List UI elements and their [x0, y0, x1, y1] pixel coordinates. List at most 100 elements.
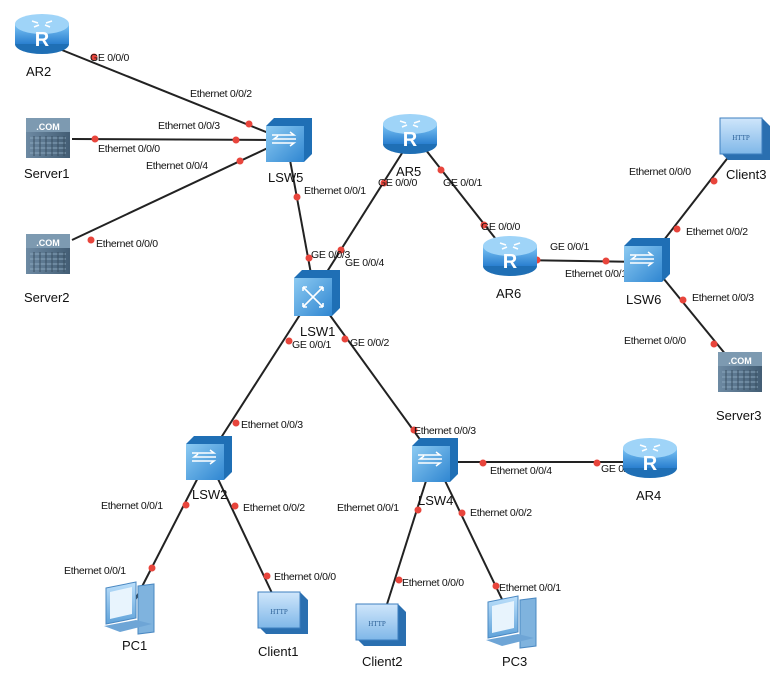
node-server3[interactable]: .COM Server3	[716, 352, 762, 423]
svg-text:HTTP: HTTP	[270, 608, 288, 616]
port-dots-layer	[87, 53, 718, 590]
switch-icon	[624, 238, 670, 282]
http-client-icon: HTTP	[257, 591, 308, 634]
node-lsw2[interactable]: LSW2	[186, 436, 232, 502]
port-dot	[480, 221, 488, 229]
node-label: Server3	[716, 408, 762, 423]
port-label: Ethernet 0/0/1	[64, 565, 126, 577]
port-label: GE 0/0/4	[345, 257, 385, 269]
port-dot	[679, 296, 687, 304]
node-lsw5[interactable]: LSW5	[266, 118, 312, 185]
port-dot	[232, 136, 240, 144]
port-label: GE 0/0/1	[550, 241, 590, 253]
port-label: Ethernet 0/0/0	[98, 143, 160, 155]
port-dot	[380, 179, 388, 187]
router-icon: R	[15, 14, 69, 54]
port-dot	[182, 501, 190, 509]
port-dot	[341, 335, 349, 343]
node-client1[interactable]: HTTP Client1	[257, 591, 308, 659]
node-label: Server1	[24, 166, 70, 181]
node-label: AR6	[496, 286, 521, 301]
port-dot	[602, 257, 610, 265]
port-dot	[479, 459, 487, 467]
node-label: AR5	[396, 164, 421, 179]
port-label: Ethernet 0/0/3	[158, 120, 220, 132]
port-label: GE 0/0/3	[311, 249, 351, 261]
node-label: LSW1	[300, 324, 335, 339]
pc-icon	[104, 581, 155, 635]
node-server1[interactable]: .COM Server1	[24, 118, 70, 181]
port-label: Ethernet 0/0/1	[565, 268, 627, 280]
port-label: Ethernet 0/0/4	[490, 465, 552, 477]
port-label: Ethernet 0/0/2	[190, 88, 252, 100]
port-dot	[337, 246, 345, 254]
node-label: PC3	[502, 654, 527, 669]
switch-icon	[266, 118, 312, 162]
node-client3[interactable]: HTTP Client3	[719, 117, 770, 182]
link-lsw5-lsw1	[289, 159, 315, 291]
svg-text:HTTP: HTTP	[732, 134, 750, 142]
node-label: Server2	[24, 290, 70, 305]
port-label: Ethernet 0/0/2	[243, 502, 305, 514]
port-label: Ethernet 0/0/2	[686, 226, 748, 238]
switch-icon	[186, 436, 232, 480]
node-ar5[interactable]: R AR5	[383, 114, 437, 179]
port-label: Ethernet 0/0/0	[402, 577, 464, 589]
http-client-icon: HTTP	[719, 117, 770, 160]
node-label: LSW2	[192, 487, 227, 502]
port-label: Ethernet 0/0/2	[470, 507, 532, 519]
port-label: Ethernet 0/0/0	[629, 166, 691, 178]
port-dot	[285, 337, 293, 345]
link-lsw2-client1	[209, 461, 281, 611]
node-label: LSW5	[268, 170, 303, 185]
link-server1-lsw5	[71, 138, 273, 141]
port-dot	[90, 53, 98, 61]
node-lsw1[interactable]: LSW1	[294, 270, 340, 339]
port-dot	[593, 459, 601, 467]
switch-icon	[412, 438, 458, 482]
link-ar5-lsw1	[317, 149, 405, 287]
port-dot	[710, 177, 718, 185]
port-label: GE 0/0/1	[292, 339, 332, 351]
port-dot	[673, 225, 681, 233]
svg-text:HTTP: HTTP	[368, 620, 386, 628]
port-label: Ethernet 0/0/0	[96, 238, 158, 250]
port-dot	[293, 193, 301, 201]
port-label: Ethernet 0/0/4	[146, 160, 208, 172]
node-lsw4[interactable]: LSW4	[412, 438, 458, 508]
port-dot	[410, 426, 418, 434]
port-label: Ethernet 0/0/1	[304, 185, 366, 197]
port-label: Ethernet 0/0/1	[101, 500, 163, 512]
port-dot	[236, 157, 244, 165]
svg-text:R: R	[403, 129, 418, 151]
server-icon: .COM	[26, 234, 70, 274]
svg-text:R: R	[643, 453, 658, 475]
node-ar2[interactable]: R AR2	[15, 14, 69, 79]
node-server2[interactable]: .COM Server2	[24, 234, 70, 305]
node-ar4[interactable]: R AR4	[623, 438, 677, 503]
svg-text:.COM: .COM	[36, 122, 60, 132]
node-client2[interactable]: HTTP Client2	[355, 603, 406, 669]
router-icon: R	[383, 114, 437, 154]
port-label: Ethernet 0/0/0	[624, 335, 686, 347]
link-ar2-lsw5	[41, 41, 287, 141]
link-lsw1-lsw2	[207, 295, 313, 459]
server-icon: .COM	[718, 352, 762, 392]
port-dot	[458, 509, 466, 517]
node-label: PC1	[122, 638, 147, 653]
port-dot	[492, 582, 500, 590]
node-pc3[interactable]: PC3	[486, 595, 537, 669]
svg-text:R: R	[35, 29, 50, 51]
http-client-icon: HTTP	[355, 603, 406, 646]
port-dot	[437, 166, 445, 174]
port-dot	[148, 564, 156, 572]
node-label: Client3	[726, 167, 766, 182]
port-dot	[263, 572, 271, 580]
core-switch-icon	[294, 270, 340, 316]
node-pc1[interactable]: PC1	[104, 581, 155, 653]
svg-text:R: R	[503, 251, 518, 273]
port-dot	[710, 340, 718, 348]
node-lsw6[interactable]: LSW6	[624, 238, 670, 307]
link-lsw4-pc3	[435, 461, 513, 621]
node-ar6[interactable]: R AR6	[483, 236, 537, 301]
